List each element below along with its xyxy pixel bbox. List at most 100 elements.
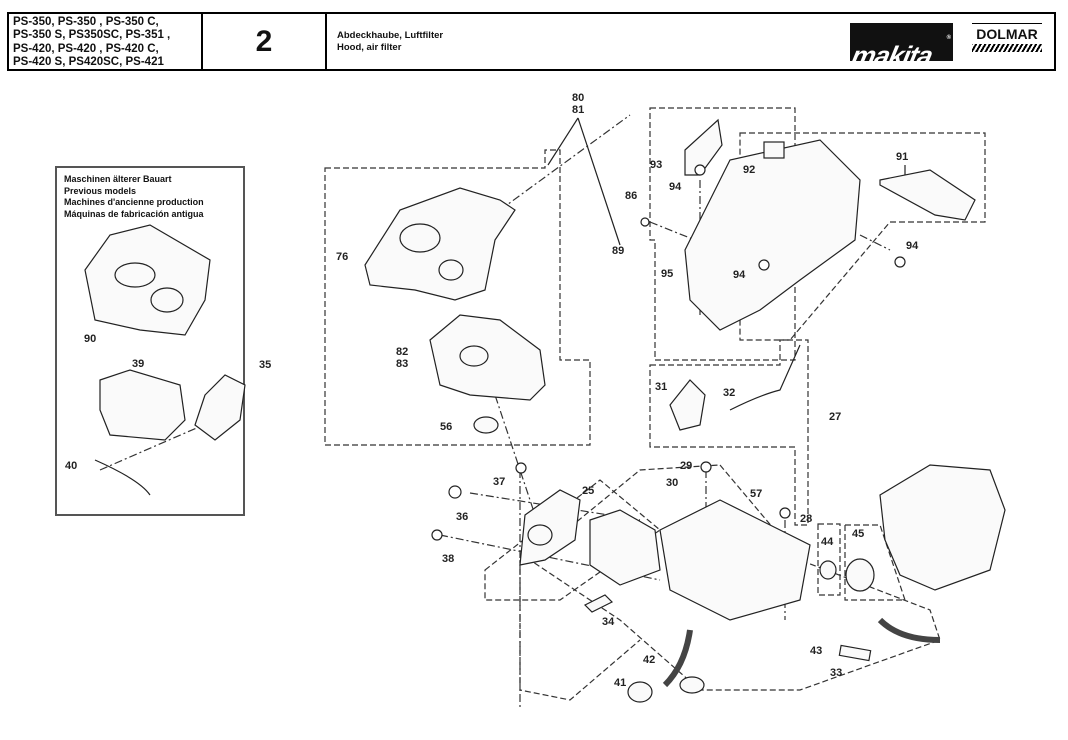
part-label: 81 (572, 104, 585, 116)
title-german: Abdeckhaube, Luftfilter (337, 30, 444, 41)
model-line: PS-420 S, PS420SC, PS-421 (13, 55, 164, 68)
part-label: 45 (852, 528, 865, 540)
filter-disc-56 (473, 416, 499, 434)
old-bracket-35 (194, 374, 246, 441)
cover-group-outline (649, 107, 796, 361)
dolmar-stripes (972, 44, 1042, 52)
part-label: 80 (572, 92, 585, 104)
screw-94 (894, 256, 906, 268)
filter-plate-92 (763, 141, 785, 159)
part-label: 94 (906, 240, 919, 252)
part-label: 29 (680, 460, 693, 472)
throttle-lever-31 (669, 379, 706, 431)
part-label: 35 (259, 359, 272, 371)
part-label: 36 (456, 511, 469, 523)
wire-40 (94, 459, 151, 496)
part-label: 94 (733, 269, 746, 281)
part-label: 27 (829, 411, 842, 423)
hood-vent (438, 259, 464, 281)
screw-36 (448, 485, 462, 499)
part-label: 56 (440, 421, 453, 433)
part-label: 95 (661, 268, 674, 280)
old-filter-39 (99, 369, 186, 441)
top-cover-outline (739, 132, 986, 341)
screw-29 (700, 461, 712, 473)
caption-line: Machines d'ancienne production (64, 197, 204, 207)
part-label: 30 (666, 477, 679, 489)
hood-76 (364, 187, 516, 301)
ring-44 (819, 560, 837, 580)
side-bracket-93 (684, 118, 723, 176)
part-label: 89 (612, 245, 625, 257)
carb-flange-ring (527, 524, 553, 546)
part-label: 31 (655, 381, 668, 393)
old-hood-knob (114, 262, 156, 288)
screws (431, 164, 906, 541)
section-number: 2 (203, 14, 327, 69)
part-label: 42 (643, 654, 656, 666)
part-label: 32 (723, 387, 736, 399)
fuel-filter (679, 676, 705, 694)
screw-38 (431, 529, 443, 541)
part-label: 40 (65, 460, 78, 472)
caption-line: Maschinen älterer Bauart (64, 174, 172, 184)
title-english: Hood, air filter (337, 42, 402, 53)
part-label: 92 (743, 164, 756, 176)
model-line: PS-350, PS-350 , PS-350 C, (13, 16, 159, 28)
hose-33 (838, 644, 872, 662)
registered-mark: ® (946, 35, 951, 41)
base-housing (659, 499, 811, 621)
part-label: 37 (493, 476, 506, 488)
part-label: 41 (614, 677, 627, 689)
dolmar-wordmark: DOLMAR (976, 26, 1038, 42)
throttle-rod-32 (729, 344, 801, 411)
dolmar-logo: DOLMAR (972, 23, 1042, 62)
lever-34 (583, 594, 614, 613)
screw-28 (779, 507, 791, 519)
screw-86 (640, 217, 650, 227)
part-label: 44 (821, 536, 834, 548)
part-label: 83 (396, 358, 409, 370)
throttle-group-outline (649, 339, 809, 526)
previous-models-caption: Maschinen älterer Bauart Previous models… (64, 174, 204, 220)
part-label: 39 (132, 358, 145, 370)
screw-37 (515, 462, 527, 474)
flange-outline (844, 524, 906, 601)
part-label: 38 (442, 553, 455, 565)
part-label: 33 (830, 667, 843, 679)
fuel-line-42 (662, 629, 693, 688)
carburetor (589, 509, 661, 586)
cover-housing-89 (684, 139, 861, 331)
part-label: 25 (582, 485, 595, 497)
carb-outline (484, 479, 661, 601)
part-label: 91 (896, 151, 909, 163)
model-list: PS-350, PS-350 , PS-350 C, PS-350 S, PS3… (9, 14, 203, 69)
part-label: 90 (84, 333, 97, 345)
part-label: 28 (800, 513, 813, 525)
old-hood-vent (150, 287, 184, 313)
intake-outline (817, 523, 841, 596)
carb-flange-25 (519, 489, 581, 566)
section-title: Abdeckhaube, Luftfilter Hood, air filter… (327, 14, 1054, 71)
screw-94 (758, 259, 770, 271)
screw-94 (694, 164, 706, 176)
part-label: 86 (625, 190, 638, 202)
primer-41 (627, 681, 653, 703)
part-label: 34 (602, 616, 615, 628)
part-label: 82 (396, 346, 409, 358)
cylinder (879, 464, 1006, 591)
part-label: 76 (336, 251, 349, 263)
leader-lines (547, 117, 906, 246)
part-label: 43 (810, 645, 823, 657)
parts (84, 118, 1006, 703)
makita-logo: makita ® (849, 23, 953, 71)
part-label: 93 (650, 159, 663, 171)
hose-43 (877, 617, 941, 643)
part-label: 94 (669, 181, 682, 193)
intake-boot-45 (845, 558, 875, 592)
hood-knob (399, 223, 441, 253)
caption-line: Máquinas de fabricación antigua (64, 208, 204, 219)
header-block: PS-350, PS-350 , PS-350 C, PS-350 S, PS3… (7, 12, 1056, 71)
filter-ring (459, 345, 489, 367)
